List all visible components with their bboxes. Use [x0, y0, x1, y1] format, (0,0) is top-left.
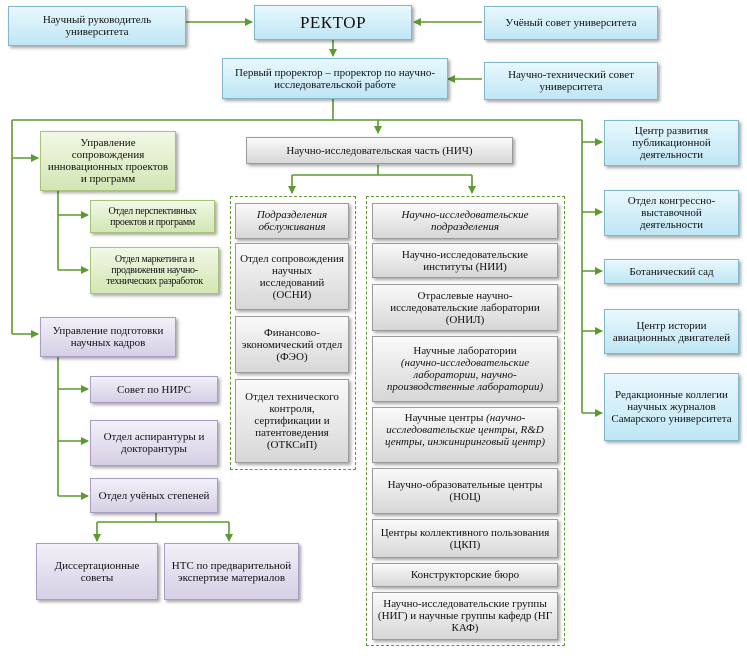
innov-mgmt-box[interactable]: Управление сопровождения инновационных п… — [40, 131, 176, 191]
degrees-box[interactable]: Отдел учёных степеней — [90, 478, 218, 513]
botanical-garden-box[interactable]: Ботанический сад — [604, 259, 739, 284]
design-bureau-label: Конструкторские бюро — [410, 569, 520, 581]
staff-mgmt-label: Управление подготовки научных кадров — [52, 325, 164, 349]
nirs-council-box[interactable]: Совет по НИРС — [90, 376, 218, 403]
nich-box[interactable]: Научно-исследовательская часть (НИЧ) — [246, 137, 513, 164]
rector-box[interactable]: РЕКТОР — [254, 5, 412, 40]
nii-box[interactable]: Научно-исследовательские институты (НИИ) — [372, 243, 558, 278]
degrees-label: Отдел учёных степеней — [98, 489, 210, 502]
perspective-projects-label: Отдел перспективных проектов и программ — [108, 205, 197, 228]
nts-expert-box[interactable]: НТС по предварительной экспертизе матери… — [164, 543, 299, 600]
otksip-label: Отдел технического контроля, сертификаци… — [245, 391, 339, 451]
labs-box[interactable]: Научные лаборатории (научно-исследовател… — [372, 336, 558, 402]
diss-councils-box[interactable]: Диссертационные советы — [36, 543, 158, 600]
research-header-box: Научно-исследовательские подразделения — [372, 203, 558, 239]
sci-tech-council-box[interactable]: Научно-технический совет университета — [484, 62, 658, 100]
innov-mgmt-label: Управление сопровождения инновационных п… — [47, 137, 169, 185]
service-header-box: Подразделения обслуживания — [235, 203, 349, 239]
publication-center-box[interactable]: Центр развития публикационной деятельнос… — [604, 120, 739, 166]
ckp-label: Центры коллективного пользования (ЦКП) — [380, 526, 550, 551]
congress-dept-box[interactable]: Отдел конгрессно-выставочной деятельност… — [604, 190, 739, 236]
sci-tech-council-label: Научно-технический совет университета — [508, 69, 634, 93]
design-bureau-box[interactable]: Конструкторские бюро — [372, 563, 558, 587]
service-header-label: Подразделения обслуживания — [256, 209, 328, 233]
service-group-frame — [230, 196, 356, 470]
first-vice-rector-label: Первый проректор – проректор по научно-и… — [235, 66, 435, 91]
onil-box[interactable]: Отраслевые научно-исследовательские лабо… — [372, 284, 558, 331]
labs-sub-label: (научно-исследовательские лаборатории, н… — [386, 357, 544, 393]
sci-supervisor-label: Научный руководитель университета — [42, 14, 152, 38]
marketing-label: Отдел маркетинга и продвижения научно-те… — [106, 254, 203, 287]
nig-box[interactable]: Научно-исследовательские группы (НИГ) и … — [372, 592, 558, 640]
sci-supervisor-box[interactable]: Научный руководитель университета — [8, 6, 186, 46]
publication-center-label: Центр развития публикационной деятельнос… — [632, 125, 711, 161]
centers-sub-label: (научно-исследовательские центры, R&D це… — [384, 412, 546, 448]
rector-label: РЕКТОР — [299, 12, 367, 32]
ckp-box[interactable]: Центры коллективного пользования (ЦКП) — [372, 519, 558, 558]
research-group-frame — [366, 196, 565, 646]
academic-council-box[interactable]: Учёный совет университета — [484, 6, 658, 40]
botanical-garden-label: Ботанический сад — [629, 265, 714, 278]
centers-main-label: Научные центры — [404, 412, 484, 424]
editorial-boards-box[interactable]: Редакционные коллегии научных журналов С… — [604, 373, 739, 441]
research-header-label: Научно-исследовательские подразделения — [401, 209, 529, 233]
aviation-history-label: Центр истории авиационных двигателей — [612, 319, 731, 344]
postgrad-label: Отдел аспирантуры и докторантуры — [103, 431, 205, 455]
feo-box[interactable]: Финансово-экономический отдел (ФЭО) — [235, 316, 349, 373]
noc-label: Научно-образовательные центры (НОЦ) — [387, 479, 543, 503]
editorial-boards-label: Редакционные коллегии научных журналов С… — [611, 389, 732, 425]
nich-label: Научно-исследовательская часть (НИЧ) — [286, 144, 473, 157]
labs-main-label: Научные лаборатории — [413, 345, 517, 357]
aviation-history-box[interactable]: Центр истории авиационных двигателей — [604, 309, 739, 354]
nts-expert-label: НТС по предварительной экспертизе матери… — [171, 559, 292, 584]
nig-label: Научно-исследовательские группы (НИГ) и … — [377, 598, 553, 634]
perspective-projects-box[interactable]: Отдел перспективных проектов и программ — [90, 200, 215, 233]
nii-label: Научно-исследовательские институты (НИИ) — [401, 248, 529, 273]
osni-box[interactable]: Отдел сопровождения научных исследований… — [235, 243, 349, 310]
diss-councils-label: Диссертационные советы — [54, 559, 140, 584]
postgrad-box[interactable]: Отдел аспирантуры и докторантуры — [90, 420, 218, 466]
feo-label: Финансово-экономический отдел (ФЭО) — [241, 326, 343, 363]
academic-council-label: Учёный совет университета — [505, 17, 637, 29]
first-vice-rector-box[interactable]: Первый проректор – проректор по научно-и… — [222, 58, 448, 99]
onil-label: Отраслевые научно-исследовательские лабо… — [390, 289, 540, 326]
staff-mgmt-box[interactable]: Управление подготовки научных кадров — [40, 317, 176, 357]
marketing-box[interactable]: Отдел маркетинга и продвижения научно-те… — [90, 247, 219, 294]
nirs-council-label: Совет по НИРС — [116, 383, 192, 396]
centers-box[interactable]: Научные центры (научно-исследовательские… — [372, 407, 558, 463]
noc-box[interactable]: Научно-образовательные центры (НОЦ) — [372, 468, 558, 514]
otksip-box[interactable]: Отдел технического контроля, сертификаци… — [235, 379, 349, 463]
congress-dept-label: Отдел конгрессно-выставочной деятельност… — [627, 195, 716, 231]
osni-label: Отдел сопровождения научных исследований… — [240, 252, 344, 301]
